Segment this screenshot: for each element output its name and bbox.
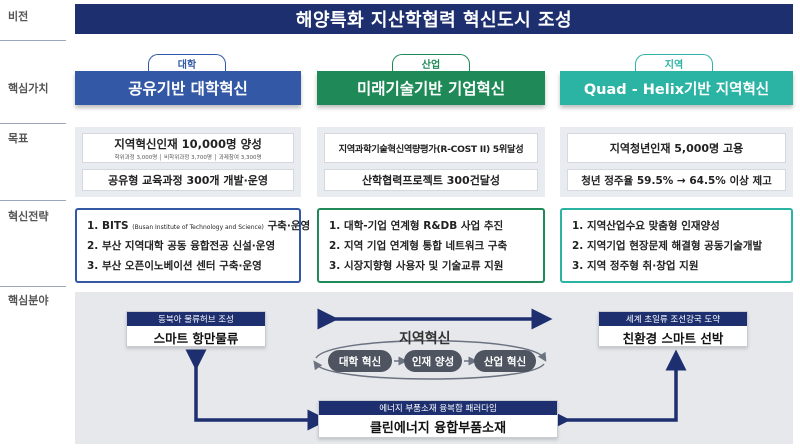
field-card-smart-port: 동북아 물류허브 조성 스마트 항만물류 — [126, 311, 266, 347]
goal-item: 지역혁신인재 10,000명 양성 학위과정 3,000명 │ 비학위과정 3,… — [82, 133, 294, 163]
hub-pill-university: 대학 혁신 — [328, 350, 392, 372]
hub-title: 지역혁신 — [399, 331, 451, 347]
goal-main: 공유형 교육과정 300개 개발·운영 — [107, 174, 269, 187]
row-divider — [0, 200, 66, 201]
strategy-item: 2. 지역기업 현장문제 해결형 공동기술개발 — [572, 239, 763, 252]
goal-box-industry: 지역과학기술혁신역량평가(R-COST II) 5위달성 산학협력프로젝트 30… — [317, 127, 545, 197]
hub-pill-industry: 산업 혁신 — [474, 350, 536, 372]
strategy-text: 1. BITS — [87, 220, 133, 233]
tag-university: 대학 — [148, 54, 226, 71]
goal-item: 지역과학기술혁신역량평가(R-COST II) 5위달성 — [324, 133, 538, 163]
strategy-item: 3. 시장지향형 사용자 및 기술교류 지원 — [329, 259, 504, 272]
field-card-clean-energy: 에너지 부품소재 융복합 패러다임 클린에너지 융합부품소재 — [318, 400, 558, 438]
row-label-vision: 비전 — [8, 10, 29, 23]
strategy-item: 2. 지역 기업 연계형 통합 네트워크 구축 — [329, 239, 508, 252]
strategy-item: 1. 대학-기업 연계형 R&DB 사업 추진 — [329, 220, 504, 233]
tag-industry: 산업 — [392, 54, 470, 71]
strategy-item: 2. 부산 지역대학 공동 융합전공 신설·운영 — [87, 239, 276, 252]
core-value-university: 공유기반 대학혁신 — [75, 71, 301, 105]
field-sub: 동북아 물류허브 조성 — [127, 312, 265, 326]
row-label-fields: 핵심분야 — [8, 294, 49, 307]
strategy-item: 1. 지역산업수요 맞춤형 인재양성 — [572, 220, 720, 233]
goal-item: 청년 정주율 59.5% → 64.5% 이상 제고 — [567, 169, 786, 191]
hub-cycle-arc-top — [315, 340, 547, 362]
strategy-item: 3. 지역 정주형 취·창업 지원 — [572, 259, 699, 272]
goal-main: 산학협력프로젝트 300건달성 — [361, 174, 501, 187]
goal-box-region: 지역청년인재 5,000명 고용 청년 정주율 59.5% → 64.5% 이상… — [560, 127, 793, 197]
hub-pill-talent: 인재 양성 — [404, 350, 462, 372]
row-divider — [0, 286, 66, 287]
strategy-box-university: 1. BITS (Busan Institute of Technology a… — [75, 208, 310, 283]
field-main: 클린에너지 융합부품소재 — [369, 420, 507, 436]
field-card-eco-ship: 세계 초일류 조선강국 도약 친환경 스마트 선박 — [598, 311, 748, 347]
core-value-region: Quad - Helix기반 지역혁신 — [560, 71, 793, 105]
row-divider — [0, 40, 66, 41]
core-value-industry: 미래기술기반 기업혁신 — [317, 71, 545, 105]
goal-main: 청년 정주율 59.5% → 64.5% 이상 제고 — [581, 174, 772, 187]
goal-main: 지역청년인재 5,000명 고용 — [609, 142, 744, 155]
strategy-box-industry: 1. 대학-기업 연계형 R&DB 사업 추진 2. 지역 기업 연계형 통합 … — [317, 208, 545, 283]
hub-cycle-arc-bottom — [313, 360, 545, 380]
field-sub: 세계 초일류 조선강국 도약 — [599, 312, 747, 326]
row-label-core-values: 핵심가치 — [8, 82, 49, 95]
strategy-box-region: 1. 지역산업수요 맞춤형 인재양성 2. 지역기업 현장문제 해결형 공동기술… — [560, 208, 793, 283]
strategy-item: 1. BITS (Busan Institute of Technology a… — [87, 218, 310, 233]
field-sub: 에너지 부품소재 융복합 패러다임 — [319, 401, 557, 415]
goal-item: 지역청년인재 5,000명 고용 — [567, 133, 786, 163]
vision-banner: 해양특화 지산학협력 혁신도시 조성 — [75, 4, 793, 34]
arrow-left-elbow — [185, 349, 329, 431]
row-divider — [0, 123, 66, 124]
goal-box-university: 지역혁신인재 10,000명 양성 학위과정 3,000명 │ 비학위과정 3,… — [75, 127, 301, 197]
field-main: 스마트 항만물류 — [153, 330, 239, 346]
strategy-item: 3. 부산 오픈이노베이션 센터 구축·운영 — [87, 259, 262, 272]
goal-main: 지역혁신인재 10,000명 양성 — [114, 136, 262, 151]
goal-sub: 학위과정 3,000명 │ 비학위과정 3,700명 │ 과제참여 3,300명 — [114, 154, 262, 161]
tag-region: 지역 — [635, 54, 713, 71]
goal-item: 산학협력프로젝트 300건달성 — [324, 169, 538, 191]
goal-main: 지역과학기술혁신역량평가(R-COST II) 5위달성 — [338, 144, 524, 155]
strategy-note: (Busan Institute of Technology and Scien… — [132, 224, 264, 232]
field-main: 친환경 스마트 선박 — [622, 330, 724, 346]
arrow-right-elbow — [549, 349, 687, 431]
row-label-strategy: 혁신전략 — [8, 210, 49, 223]
strategy-text: 구축·운영 — [263, 220, 311, 233]
goal-item: 공유형 교육과정 300개 개발·운영 — [82, 169, 294, 191]
row-label-goals: 목표 — [8, 132, 29, 145]
